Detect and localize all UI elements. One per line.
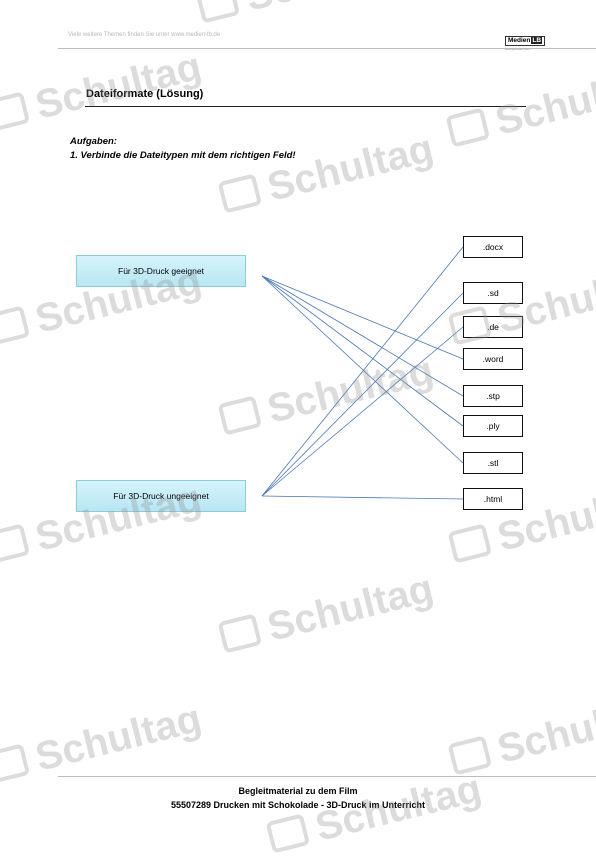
- category-unsuitable[interactable]: Für 3D-Druck ungeeignet: [76, 480, 246, 512]
- brand-name: Medien: [508, 37, 531, 44]
- task-text: 1. Verbinde die Dateitypen mit dem richt…: [70, 150, 296, 161]
- footer-line-2: 55507289 Drucken mit Schokolade - 3D-Dru…: [170, 800, 426, 810]
- connection-line-suitable-ply: [261, 275, 464, 427]
- task-heading: Aufgaben:: [70, 136, 117, 147]
- brand-suffix: LB: [531, 37, 543, 44]
- file-type-stl[interactable]: .stl: [463, 452, 523, 474]
- connection-line-unsuitable-docx: [261, 246, 464, 497]
- file-type-ply[interactable]: .ply: [463, 415, 523, 437]
- connection-line-suitable-word: [261, 275, 464, 360]
- connection-lines: [261, 246, 464, 500]
- header-divider: [58, 48, 596, 49]
- file-type-word[interactable]: .word: [463, 348, 523, 370]
- title-divider: [85, 106, 526, 107]
- header-note: Viele weitere Themen finden Sie unter ww…: [68, 32, 221, 38]
- file-type-de[interactable]: .de: [463, 316, 523, 338]
- page-title: Dateiformate (Lösung): [86, 88, 204, 100]
- footer-divider: [58, 776, 596, 777]
- file-type-sd[interactable]: .sd: [463, 282, 523, 304]
- file-type-stp[interactable]: .stp: [463, 385, 523, 407]
- file-type-html[interactable]: .html: [463, 488, 523, 510]
- brand-tagline: Bildungsmedien GmbH: [505, 48, 531, 51]
- connection-line-unsuitable-sd: [261, 292, 464, 497]
- category-suitable[interactable]: Für 3D-Druck geeignet: [76, 255, 246, 287]
- connection-line-unsuitable-html: [261, 495, 464, 500]
- connection-line-suitable-stl: [261, 275, 464, 464]
- file-type-docx[interactable]: .docx: [463, 236, 523, 258]
- footer-line-1: Begleitmaterial zu dem Film: [238, 786, 358, 796]
- connection-line-unsuitable-de: [261, 326, 464, 497]
- connection-line-suitable-stp: [261, 275, 464, 397]
